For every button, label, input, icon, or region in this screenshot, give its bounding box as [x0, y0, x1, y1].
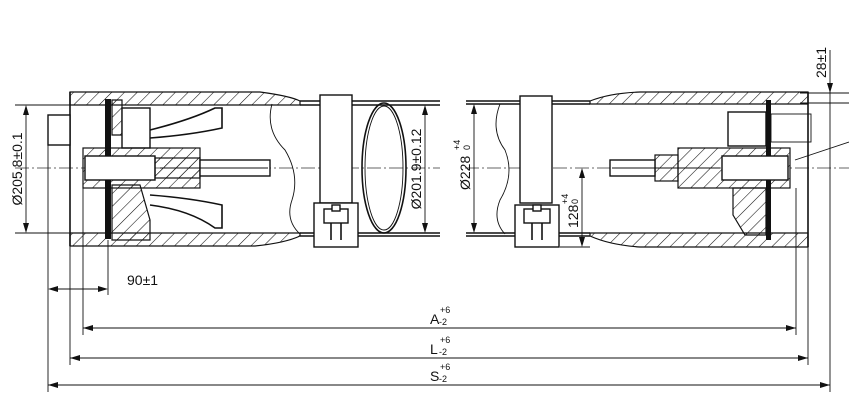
left-assembly [47, 91, 440, 248]
length-a-label: A +6 -2 [430, 305, 450, 327]
dimension-lines [15, 50, 849, 392]
length-l-upper-tol: +6 [440, 335, 450, 345]
right-bore-upper-tol: +4 [452, 140, 462, 150]
length-s-lower-tol: -2 [439, 374, 447, 384]
left-clamp-band [319, 94, 353, 204]
right-tube-wall-top [589, 91, 809, 105]
right-assembly [466, 91, 849, 248]
length-s-upper-tol: +6 [440, 362, 450, 372]
pipe-end-ellipse [361, 102, 407, 234]
length-l-label: L +6 -2 [430, 335, 450, 357]
length-a-upper-tol: +6 [440, 305, 450, 315]
length-s-label: S +6 -2 [430, 362, 450, 384]
left-pipe-stub [47, 114, 71, 146]
left-support-web [111, 184, 151, 241]
right-bore-diameter: Ø228 +4 0 [452, 140, 473, 190]
clamp-height-lower-tol: 0 [570, 199, 580, 204]
length-a-lower-tol: -2 [439, 317, 447, 327]
clamp-height-upper-tol: +4 [560, 194, 570, 204]
right-support-web [732, 187, 767, 236]
insert-depth: 90±1 [127, 272, 158, 288]
break-line-left [269, 103, 301, 235]
right-bore-lower-tol: 0 [462, 145, 472, 150]
break-line-right [495, 103, 510, 235]
right-clamp-band [519, 95, 553, 204]
clamp-height-base: 128 [565, 204, 581, 228]
left-port [121, 107, 151, 149]
left-bore-diameter: Ø205.8±0.1 [9, 132, 25, 205]
right-port-pipe [770, 113, 812, 143]
pipe-diameter: Ø201.9±0.12 [408, 128, 424, 209]
length-s-base: S [430, 368, 439, 384]
right-port [727, 111, 767, 147]
length-a-base: A [430, 311, 440, 327]
length-l-base: L [430, 341, 438, 357]
right-tube-wall-bottom [589, 232, 809, 248]
left-tube-wall-top [69, 91, 301, 106]
leader-line [794, 141, 849, 161]
left-tube-wall-bottom [69, 232, 301, 247]
flange-offset: 28±1 [813, 47, 829, 78]
right-bore-base: Ø228 [457, 156, 473, 190]
clamp-height: 128 +4 0 [560, 194, 581, 228]
length-l-lower-tol: -2 [439, 347, 447, 357]
